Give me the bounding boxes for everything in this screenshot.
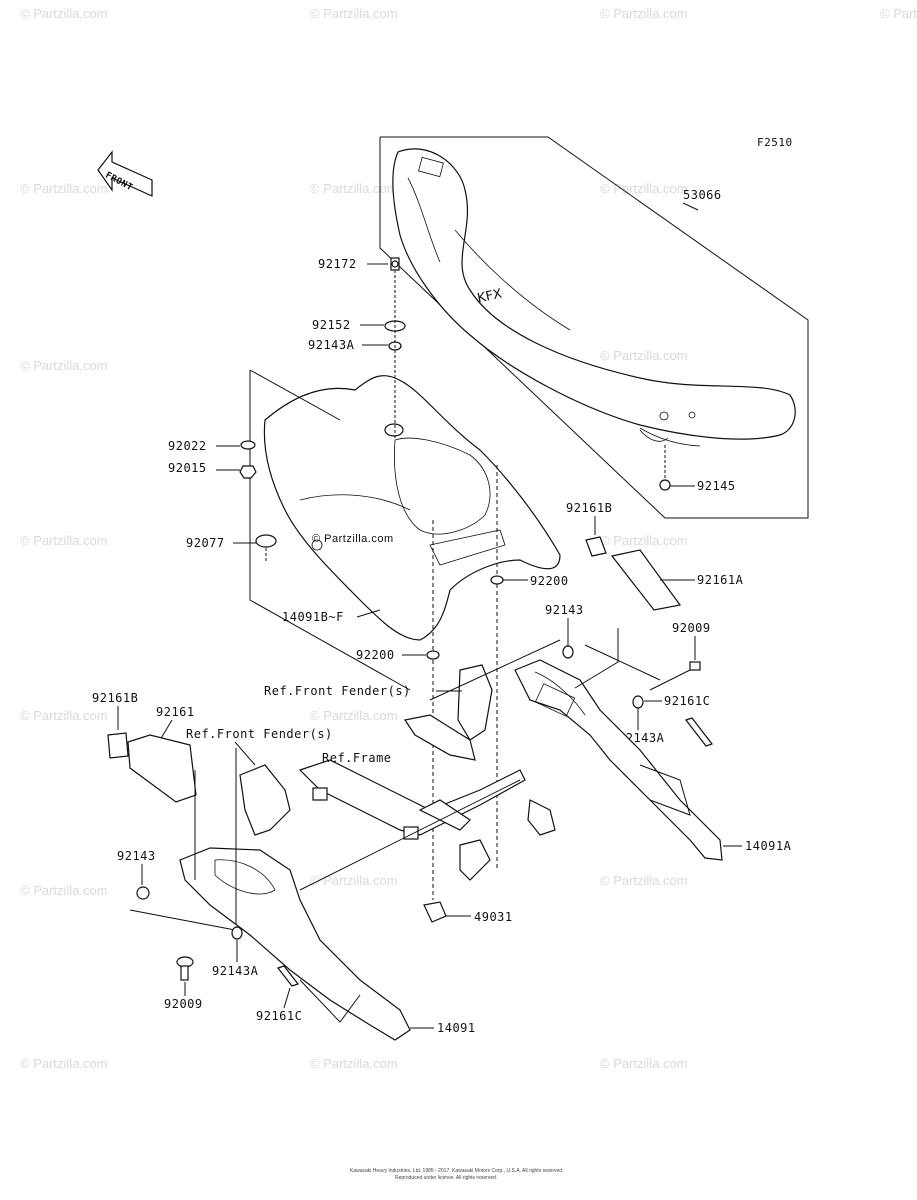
seat-assembly: KFX [379,136,809,519]
watermark: © Partzilla.com [600,1056,688,1071]
watermark: © Partzilla.com [600,6,688,21]
watermark: © Partzilla.com [600,348,688,363]
seat-logo: KFX [476,287,504,307]
label-92143-left: 92143 [117,849,156,863]
label-92200-upper: 92200 [530,574,569,588]
front-fender-ref-upper [457,664,493,741]
side-cover-14091 [179,847,411,1041]
bolt-92009-right [649,661,701,691]
label-53066: 53066 [683,188,722,202]
watermark: © Partzilla.com [310,181,398,196]
label-14091b-f: 14091B~F [282,610,344,624]
collar-92143a-left [231,926,243,940]
watermark: © Partzilla.com [600,533,688,548]
label-14091: 14091 [437,1021,476,1035]
watermark: © Partzilla.com [310,708,398,723]
label-92009-right: 92009 [672,621,711,635]
grommet-92200-lower [426,650,440,660]
label-ref-frame: Ref.Frame [322,751,392,765]
label-92143a-left: 92143A [212,964,259,978]
grommet-92200-upper [490,575,504,585]
label-plate-92161a [610,549,682,611]
bolt-92009-left [176,956,194,981]
copyright-line-1: Kawasaki Heavy Industries, Ltd. 1985 - 2… [350,1168,563,1174]
watermark: © Partzilla.com [20,358,108,373]
label-92161c-left: 92161C [256,1009,302,1023]
strip-92161c-left [277,965,299,987]
watermark: © Partzilla.com [20,1056,108,1071]
fastener-92172 [390,257,400,271]
label-92015: 92015 [168,461,207,475]
label-92009-left: 92009 [164,997,203,1011]
label-92143a-top: 92143A [308,338,355,352]
label-92143-right: 92143 [545,603,584,617]
label-92161b-left: 92161B [92,691,138,705]
side-cover-14091a [514,659,723,861]
watermark: © Partzilla.com [20,181,108,196]
strip-92161c-right [685,717,713,747]
grommet-92077 [255,534,277,562]
label-92161b-right: 92161B [566,501,612,515]
figure-code: F2510 [757,136,793,149]
watermark: © Partzilla.com [600,873,688,888]
label-92172: 92172 [318,257,357,271]
label-92161a: 92161A [697,573,744,587]
rear-fender-cover-14091b-f [263,375,561,641]
watermark-layer: © Partzilla.com © Partzilla.com © Partzi… [20,6,917,1071]
nut-92015 [239,465,257,479]
label-14091a: 14091A [745,839,792,853]
seat-cushion [392,148,796,440]
front-direction-arrow-icon: FRONT [97,150,153,197]
watermark: © Partzilla.com [20,708,108,723]
label-plate-92161 [127,734,197,803]
label-92200-lower: 92200 [356,648,395,662]
reflector-92161b-left [107,732,129,759]
collar-92143a-right [632,695,644,709]
watermark: © Partzilla.com [880,6,917,21]
label-92152: 92152 [312,318,351,332]
label-92145: 92145 [697,479,736,493]
collar-92143-right [562,645,574,659]
reflector-92161b-right [585,536,607,557]
watermark: © Partzilla.com [310,1056,398,1071]
watermark: © Partzilla.com [20,533,108,548]
copyright-line-2: Reproduced under license. All rights res… [395,1175,497,1181]
collar-92143-left [136,886,150,900]
label-ref-front-fender-2: Ref.Front Fender(s) [186,727,333,741]
watermark: © Partzilla.com [310,873,398,888]
label-92161c-right: 92161C [664,694,710,708]
washer-92022 [240,440,256,450]
clip-49031 [423,901,447,923]
center-watermark: © Partzilla.com [312,533,394,545]
front-fender-ref-lower [239,764,291,836]
label-49031: 49031 [474,910,513,924]
label-92022: 92022 [168,439,207,453]
frame-reference [298,714,556,881]
label-92077: 92077 [186,536,225,550]
watermark: © Partzilla.com [20,883,108,898]
label-92161: 92161 [156,705,195,719]
clip-92145 [659,445,671,491]
watermark: © Partzilla.com [600,181,688,196]
watermark: © Partzilla.com [20,6,108,21]
label-ref-front-fender-1: Ref.Front Fender(s) [264,684,411,698]
watermark: © Partzilla.com [310,6,398,21]
